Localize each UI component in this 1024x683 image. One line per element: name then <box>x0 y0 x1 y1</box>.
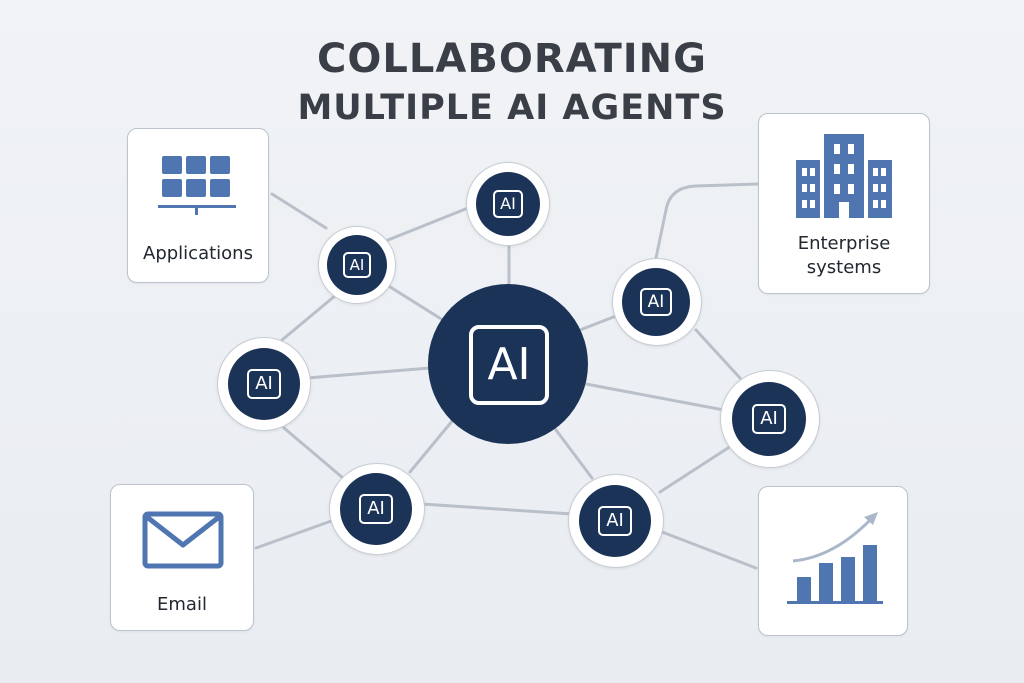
agent-node-left-core: AI <box>228 348 300 420</box>
diagram-title-line1: COLLABORATING <box>317 36 707 82</box>
agent-node-left[interactable]: AI <box>217 337 311 431</box>
link-hub-right <box>584 382 726 412</box>
agent-ai-chip: AI <box>343 252 371 278</box>
link-hub-lower-right <box>551 424 594 480</box>
analytics-card[interactable] <box>758 486 908 636</box>
grid-apps-icon <box>158 156 236 215</box>
link-enterprise-agent <box>654 182 760 260</box>
agent-node-right-core: AI <box>732 382 806 456</box>
agent-node-lower-right[interactable]: AI <box>568 474 664 568</box>
central-ai-hub[interactable]: AI <box>428 284 588 444</box>
agent-node-upper-right[interactable]: AI <box>612 258 702 346</box>
agent-node-lower-left[interactable]: AI <box>329 463 425 555</box>
agent-node-lower-left-core: AI <box>340 473 412 545</box>
enterprise-systems-card[interactable]: Enterprise systems <box>758 113 930 294</box>
applications-label: Applications <box>143 243 253 264</box>
agent-ai-chip: AI <box>359 494 393 524</box>
envelope-icon <box>142 511 224 569</box>
agent-ai-chip: AI <box>640 288 672 316</box>
link-applications-agent <box>270 192 328 230</box>
applications-card[interactable]: Applications <box>127 128 269 283</box>
agent-node-upper-right-core: AI <box>622 268 690 336</box>
agent-ai-chip: AI <box>493 190 523 218</box>
link-email-agent <box>254 518 336 550</box>
enterprise-label-line1: Enterprise <box>797 233 891 254</box>
email-label: Email <box>157 594 207 615</box>
bar-chart-growth-icon <box>787 512 883 604</box>
link-upper-left-top <box>386 206 470 242</box>
agent-ai-chip: AI <box>752 404 786 434</box>
link-hub-lower-left <box>408 418 455 474</box>
link-hub-upper-right <box>578 314 618 332</box>
building-icon <box>796 134 892 218</box>
email-card[interactable]: Email <box>110 484 254 631</box>
link-upper-right-right <box>694 328 742 380</box>
agent-node-lower-right-core: AI <box>579 485 651 557</box>
link-hub-left <box>305 366 432 380</box>
agent-ai-chip: AI <box>247 369 281 399</box>
enterprise-label-line2: systems <box>806 257 882 278</box>
agent-node-right[interactable]: AI <box>720 370 820 468</box>
agent-node-top-core: AI <box>476 172 540 236</box>
agent-node-upper-left[interactable]: AI <box>318 226 396 304</box>
diagram-title-line2: MULTIPLE AI AGENTS <box>297 88 727 128</box>
link-lower-left-lower-right <box>420 502 574 516</box>
hub-ai-chip: AI <box>469 325 549 405</box>
link-left-lower-left <box>282 426 345 480</box>
agent-ai-chip: AI <box>598 506 632 536</box>
link-upper-left-left <box>280 293 338 342</box>
agent-node-top[interactable]: AI <box>466 162 550 246</box>
agent-node-upper-left-core: AI <box>327 235 387 295</box>
link-hub-upper-left <box>385 283 448 324</box>
link-lower-right-right <box>658 446 730 494</box>
link-analytics-agent <box>660 530 758 570</box>
